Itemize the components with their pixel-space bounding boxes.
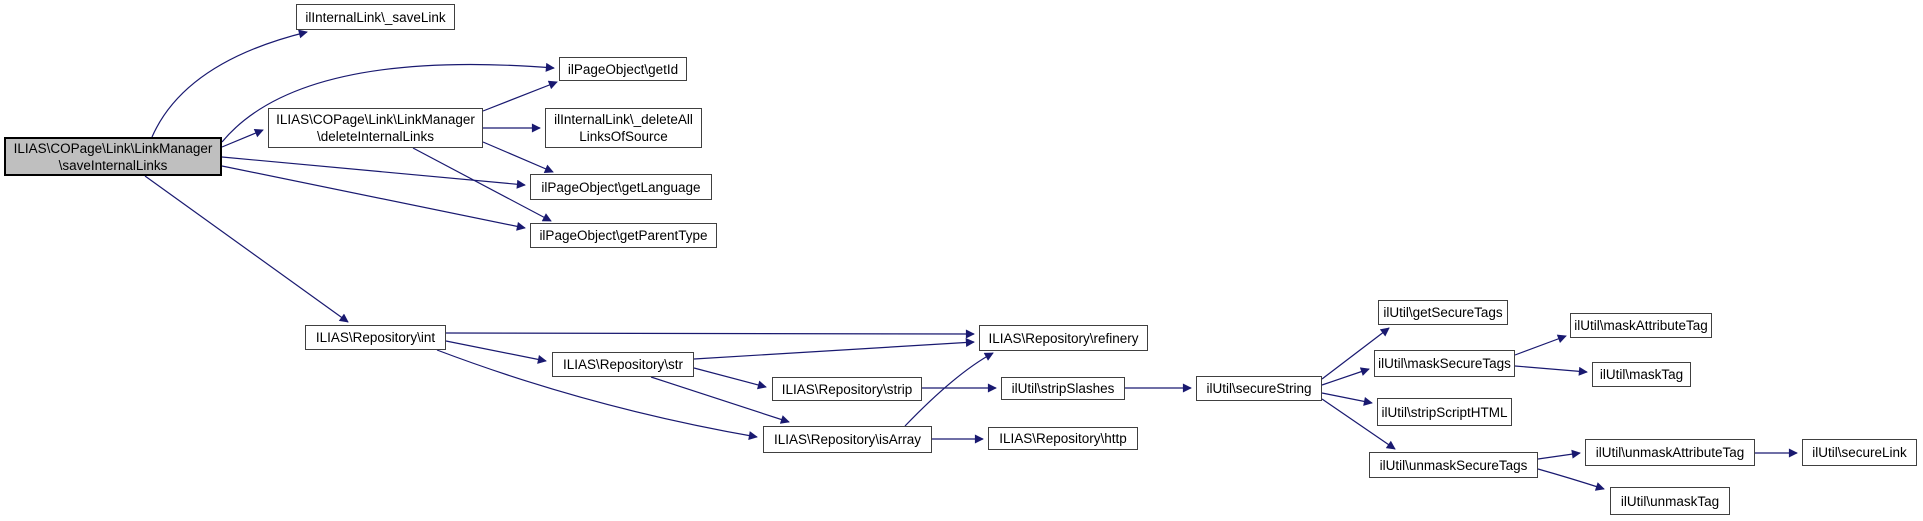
graph-node-page-object-get-language[interactable]: ilPageObject\getLanguage bbox=[530, 174, 712, 200]
graph-node-il-internal-link-save-link[interactable]: ilInternalLink\_saveLink bbox=[296, 4, 455, 30]
edge-util-unmask-secure-tags-to-util-unmask-tag bbox=[1537, 468, 1605, 491]
graph-node-util-strip-script-html[interactable]: ilUtil\stripScriptHTML bbox=[1377, 398, 1512, 426]
graph-node-util-mask-attribute-tag[interactable]: ilUtil\maskAttributeTag bbox=[1570, 313, 1712, 338]
edge-util-secure-string-to-util-get-secure-tags bbox=[1321, 327, 1390, 380]
graph-node-repository-http[interactable]: ILIAS\Repository\http bbox=[988, 427, 1138, 450]
edge-repository-int-to-repository-str bbox=[445, 340, 547, 364]
edge-save-internal-links-to-delete-internal-links bbox=[221, 128, 264, 148]
graph-node-repository-refinery[interactable]: ILIAS\Repository\refinery bbox=[979, 325, 1148, 351]
edge-delete-internal-links-to-page-object-get-parent-type bbox=[412, 147, 552, 222]
edge-repository-str-to-repository-refinery bbox=[693, 337, 975, 360]
edge-delete-internal-links-to-page-object-get-language bbox=[482, 141, 554, 173]
edge-repository-int-to-repository-refinery bbox=[445, 329, 975, 339]
edge-util-mask-secure-tags-to-util-mask-tag bbox=[1514, 365, 1588, 376]
graph-node-repository-str[interactable]: ILIAS\Repository\str bbox=[552, 352, 694, 377]
graph-node-repository-is-array[interactable]: ILIAS\Repository\isArray bbox=[763, 426, 932, 453]
graph-node-repository-strip[interactable]: ILIAS\Repository\strip bbox=[772, 377, 922, 401]
edge-save-internal-links-to-page-object-get-language bbox=[221, 156, 526, 189]
graph-node-util-mask-tag[interactable]: ilUtil\maskTag bbox=[1592, 362, 1691, 387]
graph-node-util-secure-string[interactable]: ilUtil\secureString bbox=[1196, 376, 1322, 401]
edge-util-secure-string-to-util-mask-secure-tags bbox=[1321, 367, 1370, 386]
edge-save-internal-links-to-repository-int bbox=[144, 175, 349, 323]
graph-node-save-internal-links: ILIAS\COPage\Link\LinkManager \saveInter… bbox=[4, 137, 222, 176]
edge-util-secure-string-to-util-unmask-secure-tags bbox=[1321, 398, 1396, 450]
edge-save-internal-links-to-il-internal-link-save-link bbox=[151, 29, 308, 138]
graph-node-util-strip-slashes[interactable]: ilUtil\stripSlashes bbox=[1001, 377, 1125, 400]
edge-save-internal-links-to-page-object-get-parent-type bbox=[221, 165, 526, 231]
graph-node-il-internal-link-delete-all-links-of-source[interactable]: ilInternalLink\_deleteAll LinksOfSource bbox=[545, 108, 702, 148]
edge-util-secure-string-to-util-strip-script-html bbox=[1321, 392, 1373, 406]
graph-node-util-mask-secure-tags[interactable]: ilUtil\maskSecureTags bbox=[1374, 350, 1515, 377]
graph-node-util-unmask-tag[interactable]: ilUtil\unmaskTag bbox=[1610, 487, 1730, 515]
graph-node-util-unmask-attribute-tag[interactable]: ilUtil\unmaskAttributeTag bbox=[1585, 439, 1755, 466]
graph-node-util-secure-link[interactable]: ilUtil\secureLink bbox=[1802, 439, 1917, 466]
graph-node-page-object-get-id[interactable]: ilPageObject\getId bbox=[559, 57, 687, 81]
edge-repository-int-to-repository-is-array bbox=[436, 349, 758, 441]
graph-node-util-unmask-secure-tags[interactable]: ilUtil\unmaskSecureTags bbox=[1369, 452, 1538, 478]
graph-node-util-get-secure-tags[interactable]: ilUtil\getSecureTags bbox=[1378, 300, 1508, 325]
edge-save-internal-links-to-page-object-get-id bbox=[221, 62, 555, 143]
graph-node-page-object-get-parent-type[interactable]: ilPageObject\getParentType bbox=[530, 223, 717, 248]
edge-repository-str-to-repository-strip bbox=[693, 367, 767, 390]
edge-repository-is-array-to-repository-refinery bbox=[904, 352, 994, 427]
edge-util-unmask-secure-tags-to-util-unmask-attribute-tag bbox=[1537, 449, 1581, 460]
edge-util-mask-secure-tags-to-util-mask-attribute-tag bbox=[1514, 334, 1567, 356]
graph-node-repository-int[interactable]: ILIAS\Repository\int bbox=[305, 325, 446, 350]
edge-delete-internal-links-to-page-object-get-id bbox=[482, 80, 558, 112]
edge-repository-str-to-repository-is-array bbox=[650, 376, 790, 424]
graph-node-delete-internal-links[interactable]: ILIAS\COPage\Link\LinkManager \deleteInt… bbox=[268, 108, 483, 148]
